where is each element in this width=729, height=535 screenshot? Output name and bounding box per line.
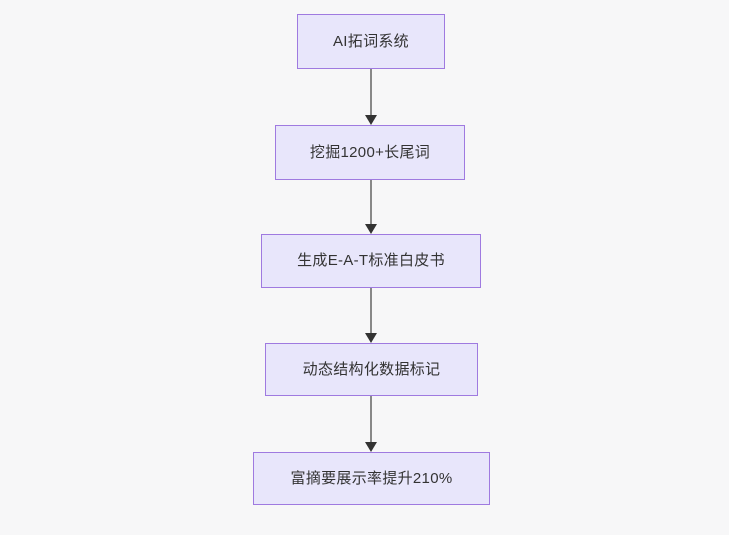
connector-line-1: [370, 69, 372, 116]
flow-node-eat-whitepaper[interactable]: 生成E-A-T标准白皮书: [261, 234, 481, 288]
flow-node-label: 挖掘1200+长尾词: [309, 143, 431, 161]
flow-node-label: 生成E-A-T标准白皮书: [297, 252, 445, 269]
connector-line-4: [370, 396, 372, 443]
flow-node-ai-keyword-system[interactable]: AI拓词系统: [297, 14, 445, 69]
arrowhead-3: [365, 333, 377, 343]
flow-node-structured-data-markup[interactable]: 动态结构化数据标记: [265, 343, 478, 396]
flow-node-label: AI拓词系统: [333, 32, 409, 50]
arrowhead-1: [365, 115, 377, 125]
flow-node-longtail-keywords[interactable]: 挖掘1200+长尾词: [275, 125, 465, 180]
flow-node-label: 富摘要展示率提升210%: [290, 469, 453, 487]
flow-node-rich-snippet-result[interactable]: 富摘要展示率提升210%: [253, 452, 490, 505]
connector-line-3: [370, 288, 372, 334]
arrowhead-2: [365, 224, 377, 234]
arrowhead-4: [365, 442, 377, 452]
connector-line-2: [370, 180, 372, 225]
flow-node-label: 动态结构化数据标记: [302, 360, 441, 378]
